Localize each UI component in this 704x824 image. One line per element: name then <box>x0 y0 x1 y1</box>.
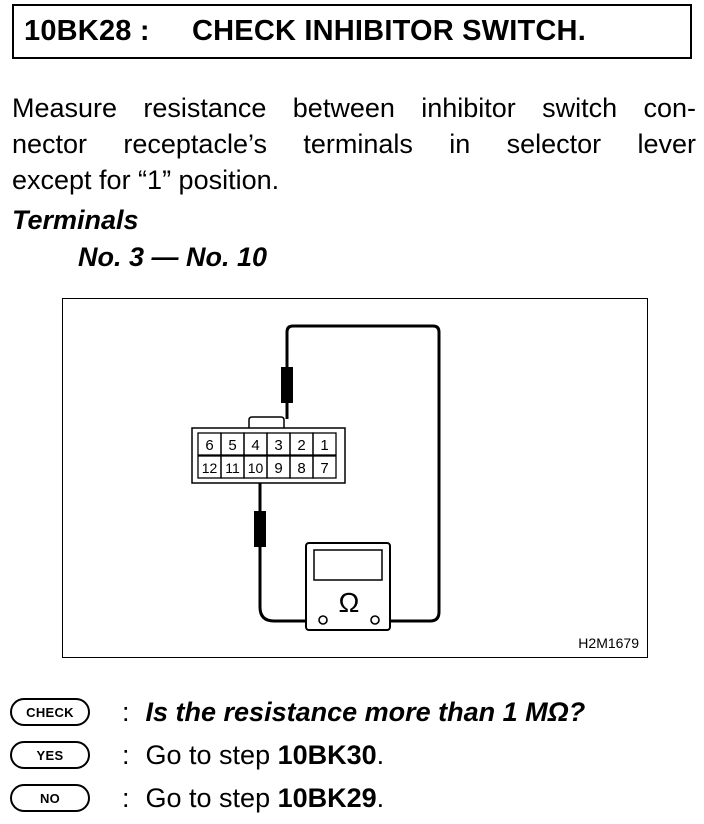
connector-latch <box>248 416 285 428</box>
wiring-figure: 6 5 4 3 2 1 12 11 10 9 8 7 Ω <box>62 298 648 658</box>
check-badge: CHECK <box>10 698 90 726</box>
terminal-1-label: 1 <box>320 437 328 454</box>
terminal-10-label: 10 <box>248 460 264 476</box>
yes-badge: YES <box>10 741 90 769</box>
yes-row: YES : Go to step 10BK30 . <box>10 737 384 773</box>
no-prefix: Go to step <box>145 782 278 813</box>
probe-wire-negative <box>258 482 319 623</box>
probe-wire-positive <box>285 324 441 623</box>
no-suffix: . <box>376 782 385 813</box>
figure-id: H2M1679 <box>578 635 639 651</box>
instruction-line-3: except for “1” position. <box>12 165 280 195</box>
connector-top-row: 6 5 4 3 2 1 <box>197 432 337 456</box>
terminal-3-label: 3 <box>274 437 282 454</box>
terminal-12-label: 12 <box>202 460 218 476</box>
instruction-line-1: Measure resistance between inhibitor swi… <box>12 93 696 123</box>
check-colon: : <box>122 696 130 727</box>
no-row: NO : Go to step 10BK29 . <box>10 780 384 816</box>
meter-terminal-right <box>370 615 380 625</box>
meter-terminal-left <box>318 615 328 625</box>
terminals-heading: Terminals <box>12 205 139 235</box>
terminal-2-label: 2 <box>297 437 305 454</box>
no-badge: NO <box>10 784 90 812</box>
ohmmeter-display <box>313 549 383 581</box>
wiring-diagram: 6 5 4 3 2 1 12 11 10 9 8 7 Ω <box>191 324 441 631</box>
instruction-paragraph: Measure resistance between inhibitor swi… <box>12 90 696 198</box>
no-colon: : <box>122 782 130 813</box>
probe-tip-negative <box>254 511 266 547</box>
no-step-link: 10BK29 <box>277 782 377 813</box>
terminal-7-label: 7 <box>320 460 328 477</box>
step-header: 10BK28 : CHECK INHIBITOR SWITCH. <box>12 4 692 59</box>
terminals-value: No. 3 — No. 10 <box>78 242 268 272</box>
check-question: Is the resistance more than 1 MΩ? <box>145 696 586 727</box>
step-title: CHECK INHIBITOR SWITCH. <box>192 15 586 47</box>
terminal-8-label: 8 <box>297 460 305 477</box>
yes-suffix: . <box>376 739 385 770</box>
yes-colon: : <box>122 739 130 770</box>
terminal-11-label: 11 <box>225 460 240 476</box>
instruction-line-2: nector receptacle’s terminals in selecto… <box>12 129 696 159</box>
ohm-symbol: Ω <box>339 587 360 618</box>
yes-step-link: 10BK30 <box>277 739 377 770</box>
terminal-9-label: 9 <box>274 460 282 477</box>
yes-prefix: Go to step <box>145 739 278 770</box>
connector-bottom-row: 12 11 10 9 8 7 <box>197 455 337 479</box>
terminal-5-label: 5 <box>228 437 236 454</box>
terminal-6-label: 6 <box>205 437 213 454</box>
step-code: 10BK28 : <box>24 15 150 47</box>
check-row: CHECK : Is the resistance more than 1 MΩ… <box>10 694 585 730</box>
probe-tip-positive <box>281 367 293 403</box>
ohmmeter: Ω <box>305 542 391 631</box>
terminal-4-label: 4 <box>251 437 259 454</box>
